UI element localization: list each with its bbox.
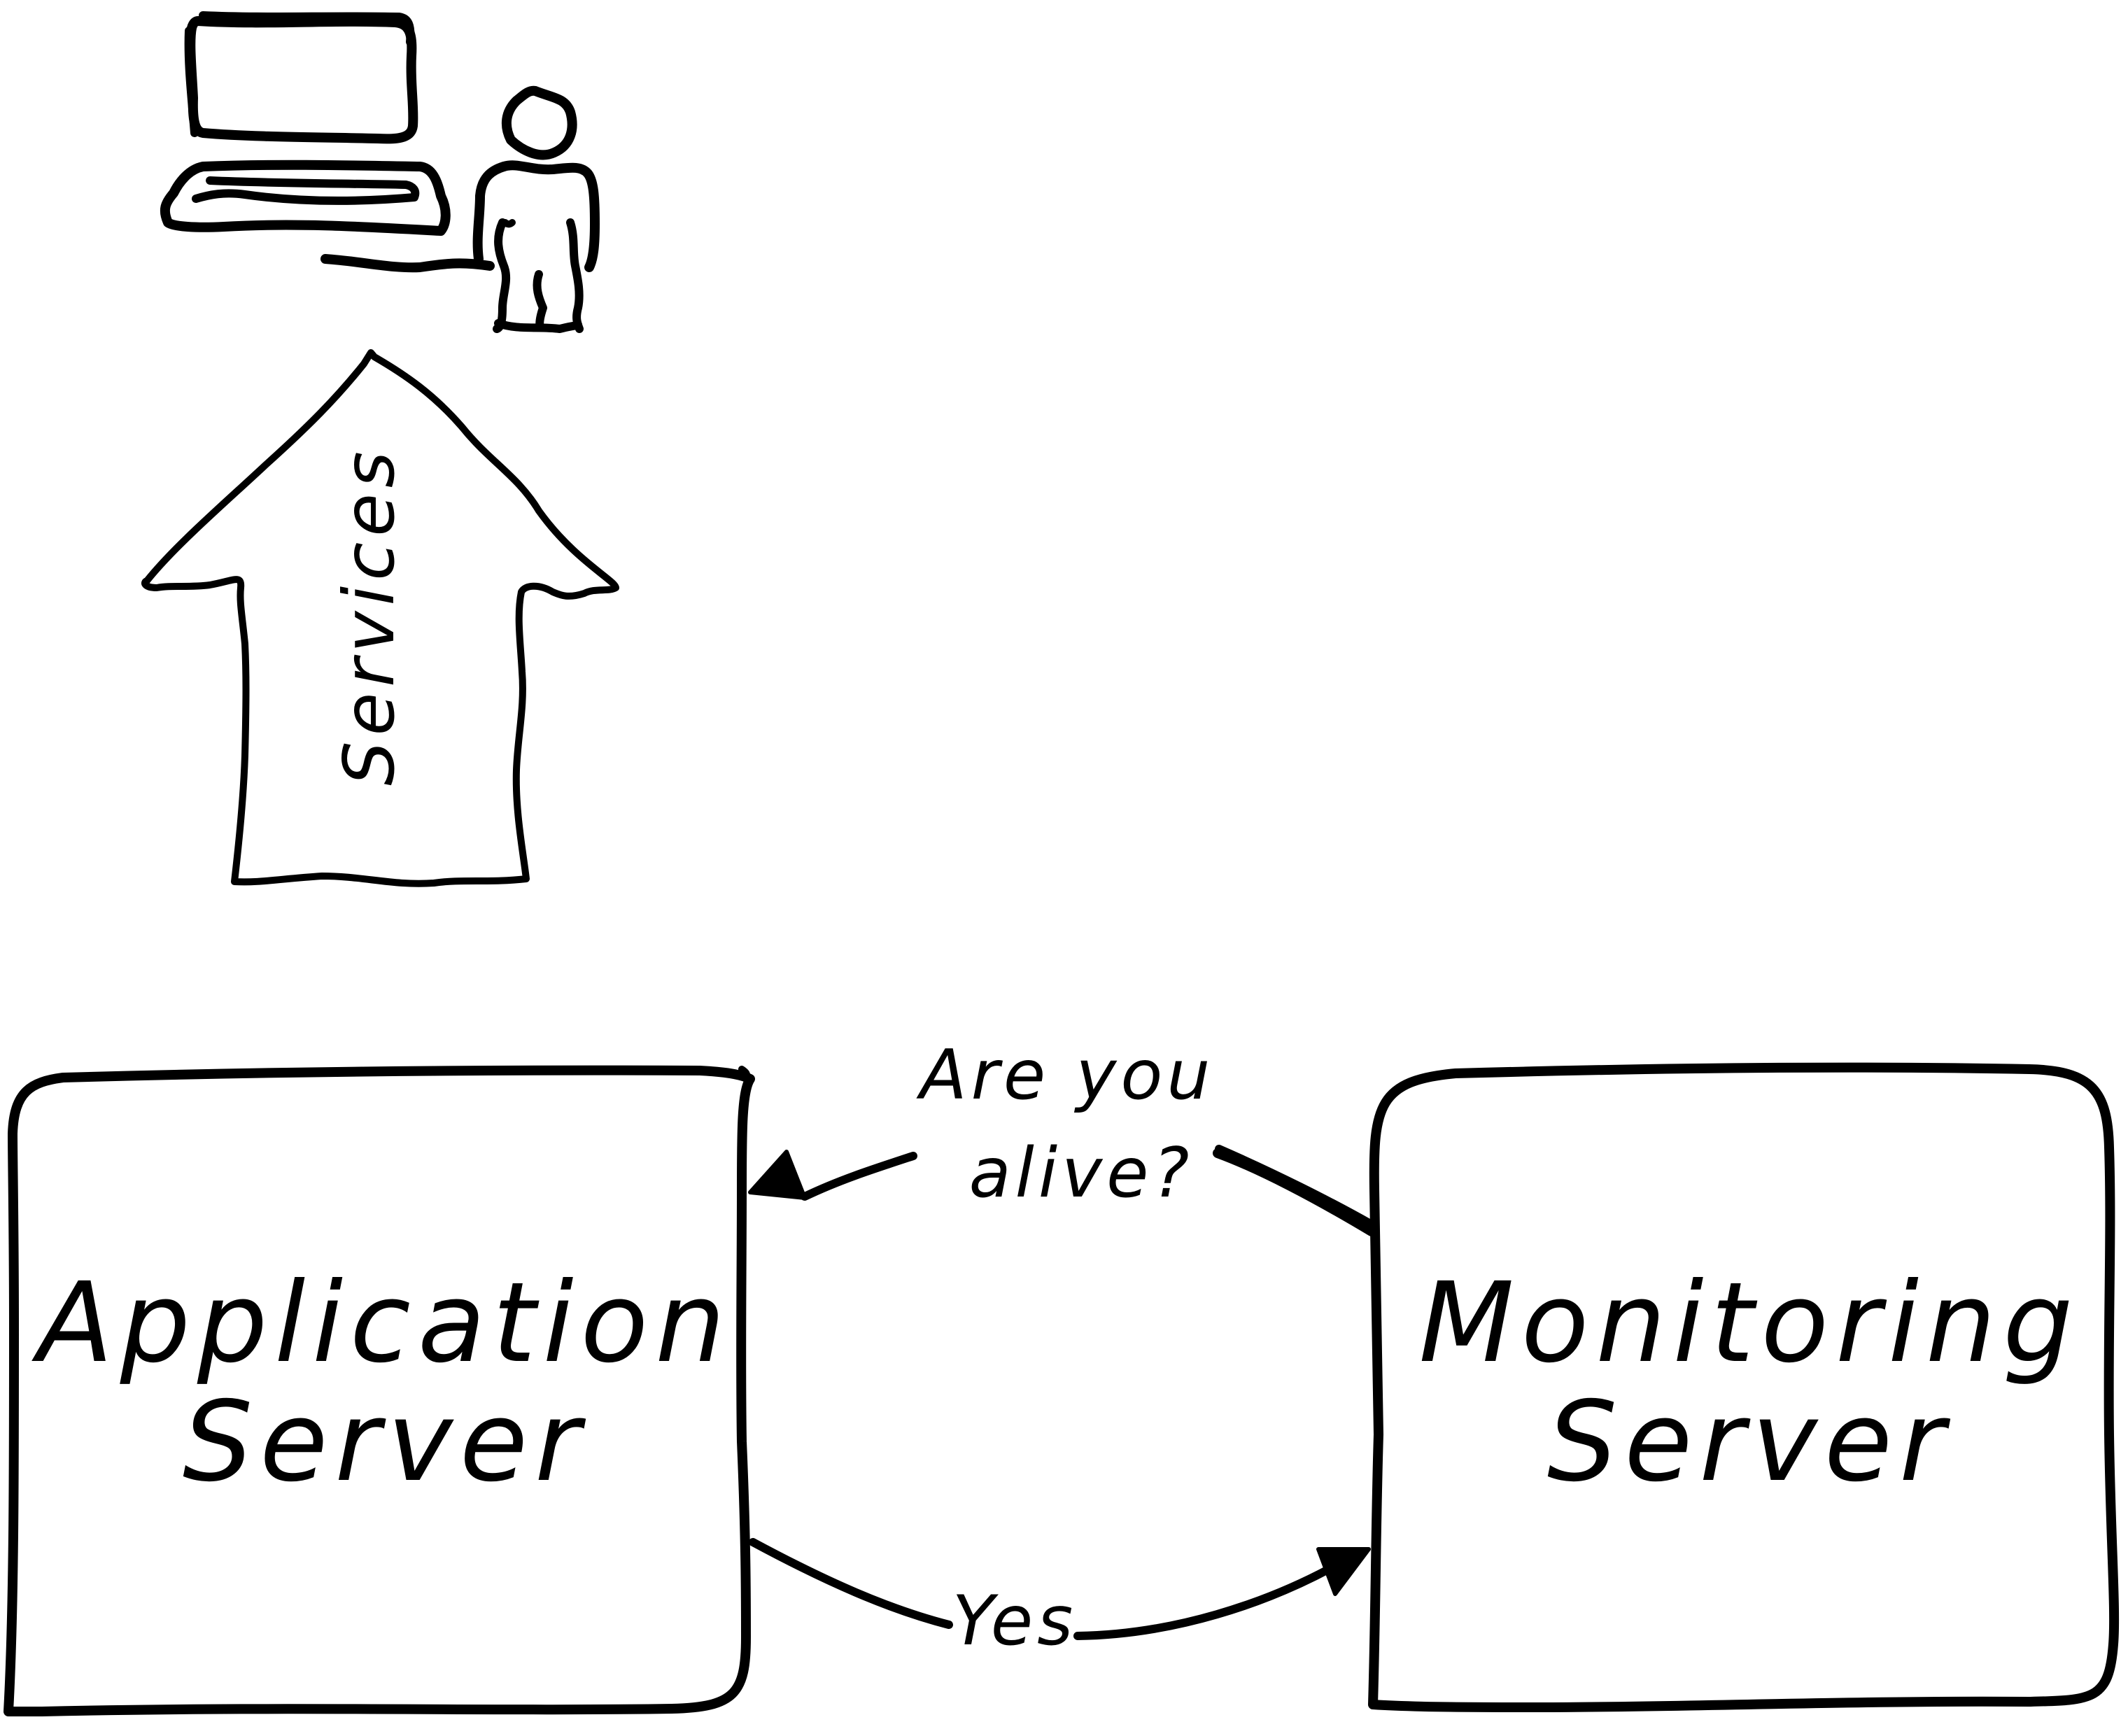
monitoring-server-label-line2: Server	[1547, 1378, 1952, 1506]
user-at-computer-icon	[160, 11, 600, 333]
monitoring-server-label-line1: Monitoring	[1419, 1259, 2080, 1388]
edge-are-you-alive-arrowhead	[748, 1150, 807, 1200]
edge-are-you-alive: Are you alive?	[748, 1036, 1376, 1236]
application-server-node: Application Server	[3, 1065, 755, 1716]
edge-are-you-alive-label-line1: Are you	[916, 1036, 1215, 1115]
services-arrow: Services	[141, 349, 619, 887]
monitoring-server-node: Monitoring Server	[1368, 1062, 2120, 1712]
edge-yes-arrowhead	[1316, 1547, 1371, 1596]
edge-are-you-alive-label-line2: alive?	[969, 1134, 1194, 1213]
edge-yes-label: Yes	[952, 1581, 1077, 1661]
application-server-label-line2: Server	[183, 1378, 587, 1506]
services-label: Services	[328, 446, 410, 786]
edge-yes: Yes	[749, 1538, 1371, 1661]
application-server-label-line1: Application	[31, 1259, 733, 1388]
